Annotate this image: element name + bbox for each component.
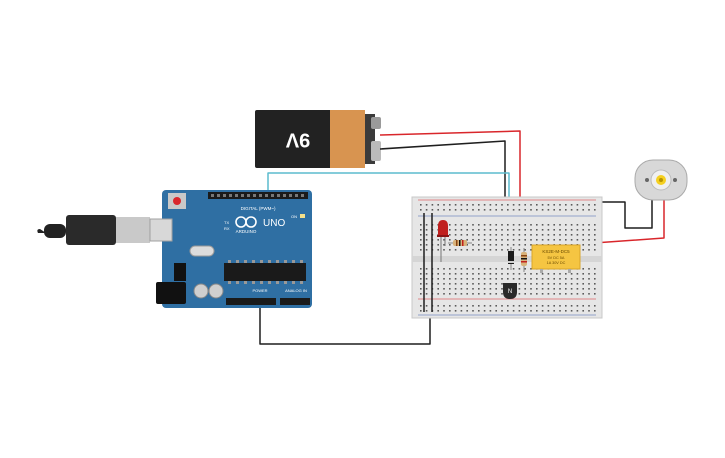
battery-terminal-positive bbox=[371, 117, 381, 129]
wire-arduino-ground[interactable] bbox=[259, 306, 431, 345]
resistor-2-icon[interactable] bbox=[521, 248, 527, 272]
battery-9v[interactable]: 9V bbox=[255, 110, 381, 168]
relay-line1: 5V DC 5A bbox=[548, 256, 565, 260]
wire-battery-positive[interactable] bbox=[379, 130, 521, 212]
tx-label: TX bbox=[224, 220, 229, 225]
microcontroller-chip bbox=[224, 263, 306, 281]
breadboard-center-channel bbox=[412, 256, 602, 262]
chip-pins bbox=[228, 260, 303, 284]
svg-text:N: N bbox=[508, 289, 512, 295]
analog-label: ANALOG IN bbox=[285, 288, 307, 293]
battery-terminal-negative bbox=[371, 141, 381, 161]
breadboard-holes bbox=[420, 204, 596, 312]
power-jack[interactable] bbox=[156, 282, 186, 304]
capacitor-2-icon bbox=[208, 283, 224, 299]
dc-motor-icon[interactable] bbox=[634, 159, 688, 201]
relay-ks2e[interactable]: KS2E-M-DC5 5V DC 5A 1A 30V DC bbox=[531, 244, 581, 273]
board-brand: ARDUINO bbox=[236, 229, 257, 234]
led-icon[interactable] bbox=[437, 220, 449, 262]
battery-body-orange bbox=[330, 110, 365, 168]
relay-title: KS2E-M-DC5 bbox=[542, 249, 570, 254]
capacitor-1-icon bbox=[193, 283, 209, 299]
usb-cable-icon[interactable] bbox=[37, 215, 173, 245]
relay-line2: 1A 30V DC bbox=[547, 261, 566, 265]
digital-header bbox=[208, 192, 308, 199]
diode-icon[interactable] bbox=[508, 247, 514, 270]
reset-button-cap bbox=[173, 197, 181, 205]
wire-motor-negative[interactable] bbox=[595, 200, 653, 229]
board-model: UNO bbox=[263, 218, 285, 229]
relay-body bbox=[531, 244, 581, 270]
on-led-icon bbox=[300, 214, 305, 218]
battery-cap bbox=[365, 114, 375, 164]
arduino-uno-board[interactable]: DIGITAL (PWM~) TX RX ON UNO ARDUINO POWE… bbox=[37, 190, 312, 308]
rx-label: RX bbox=[224, 226, 230, 231]
resistor-icon[interactable] bbox=[448, 240, 472, 246]
on-label: ON bbox=[291, 214, 297, 219]
digital-label: DIGITAL (PWM~) bbox=[241, 206, 276, 211]
power-label: POWER bbox=[252, 288, 267, 293]
battery-label: 9V bbox=[285, 129, 310, 151]
arduino-logo-icon bbox=[235, 216, 257, 228]
crystal-icon bbox=[189, 245, 215, 257]
power-header bbox=[226, 298, 276, 305]
digital-header-pins bbox=[211, 194, 304, 197]
analog-header bbox=[280, 298, 310, 305]
wire-motor-positive[interactable] bbox=[579, 200, 665, 245]
transistor-icon[interactable]: N bbox=[503, 283, 517, 299]
regulator-icon bbox=[174, 263, 186, 281]
